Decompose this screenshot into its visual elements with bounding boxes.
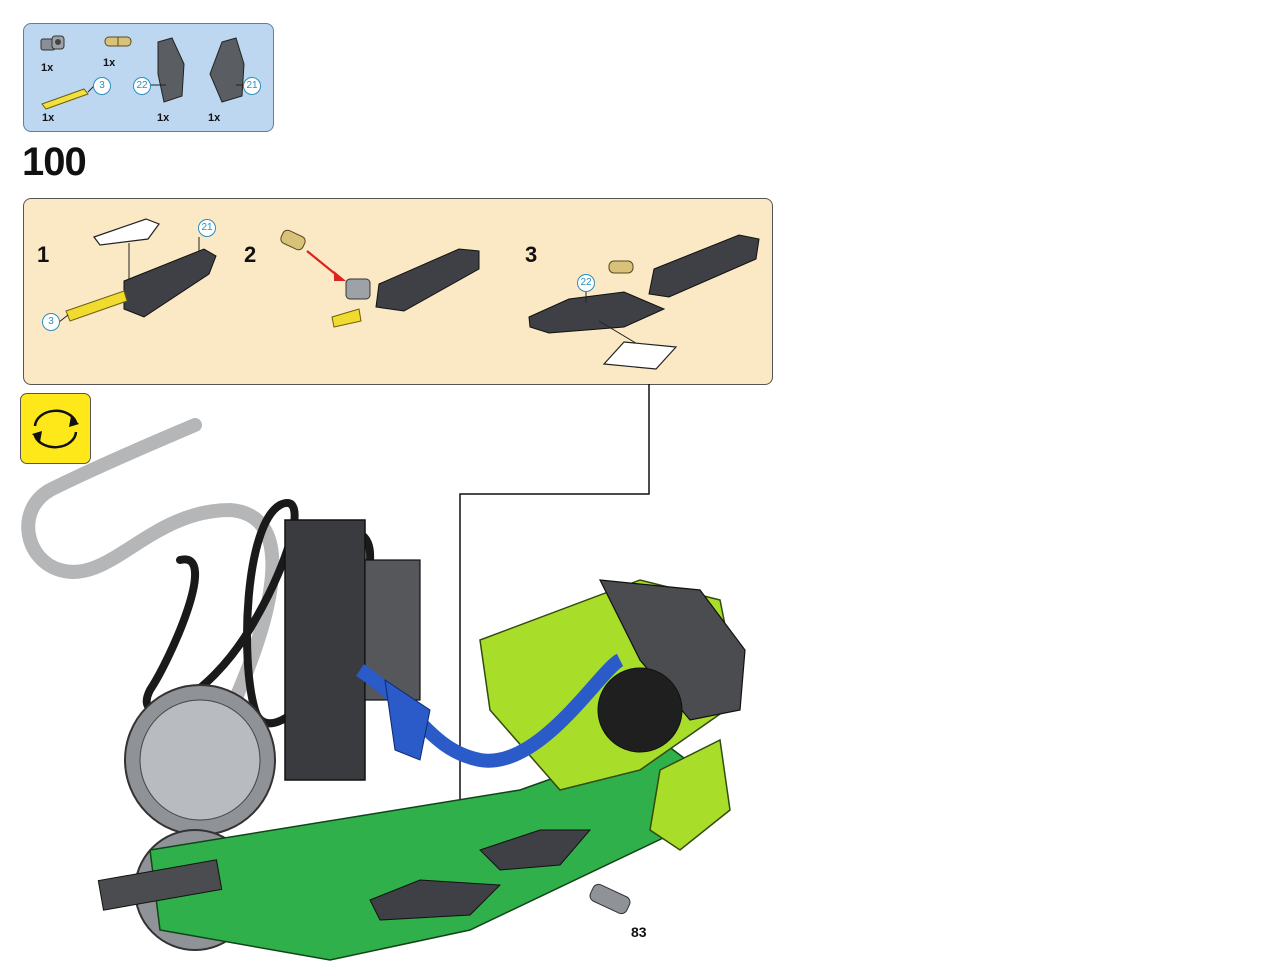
substep-3-illustration — [528, 234, 760, 370]
sub-assembly-illustrations — [58, 218, 760, 370]
qty-label: 1x — [41, 62, 54, 74]
callout-badge: 22 — [577, 274, 595, 292]
rotate-hint-card — [602, 341, 678, 370]
qty-label: 1x — [157, 112, 170, 124]
axle-icon — [41, 88, 89, 110]
step-number: 100 — [22, 140, 87, 184]
qty-label: 1x — [103, 57, 116, 69]
substep-label: 2 — [244, 242, 257, 267]
parts-list: 1x 1x 1x 1x 1x 3 22 21 — [23, 23, 274, 132]
parts-illustrations — [40, 35, 248, 110]
page-number: 83 — [631, 924, 647, 940]
callout-badge: 22 — [133, 77, 151, 95]
panel-21-icon — [209, 37, 245, 103]
callout-badge: 3 — [93, 77, 111, 95]
rotate-model-icon — [20, 393, 91, 464]
callout-badge: 3 — [42, 313, 60, 331]
substep-1-illustration — [58, 218, 217, 323]
callout-badge: 21 — [198, 219, 216, 237]
pin-icon — [104, 36, 132, 47]
sub-assembly-box: 1 2 3 21 3 — [23, 198, 773, 385]
qty-label: 1x — [42, 112, 55, 124]
substep-2-illustration — [280, 229, 480, 328]
qty-label: 1x — [208, 112, 221, 124]
substep-label: 1 — [37, 242, 50, 267]
callout-badge: 21 — [243, 77, 261, 95]
substep-label: 3 — [525, 242, 538, 267]
rotate-hint-card — [93, 218, 160, 246]
axle-connector-icon — [40, 35, 65, 51]
panel-22-icon — [157, 37, 185, 103]
main-model-illustration — [21, 418, 746, 961]
